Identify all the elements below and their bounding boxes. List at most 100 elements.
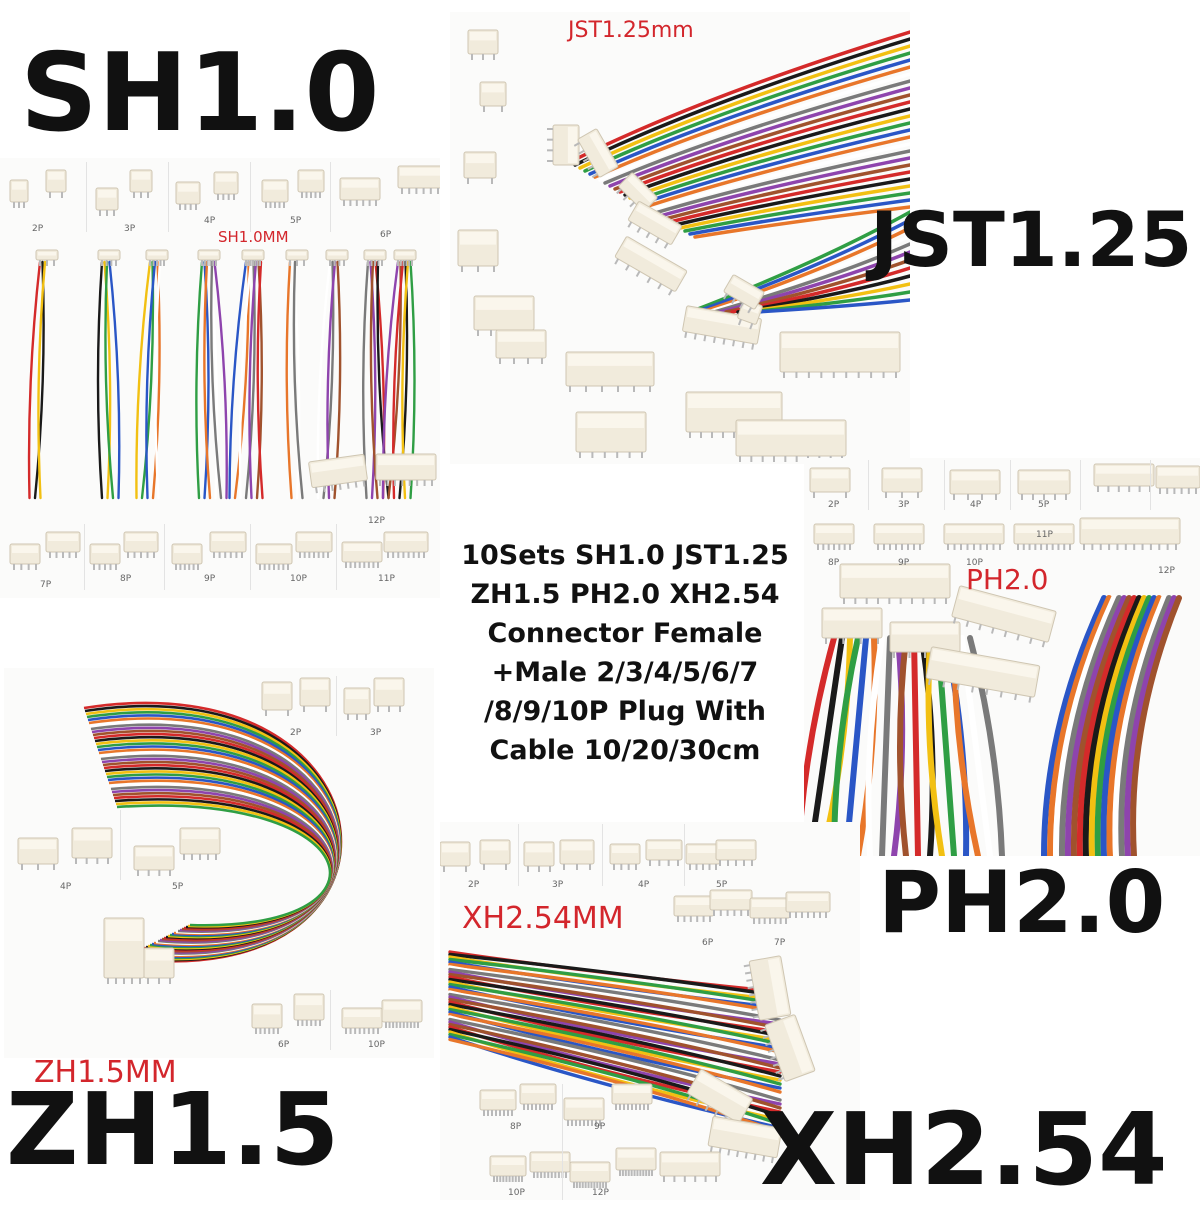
pin-label: 5P: [1038, 500, 1050, 510]
connector: [123, 531, 159, 558]
pin-label: 3P: [124, 224, 136, 234]
connector: [299, 677, 331, 712]
wire: [668, 170, 910, 224]
connector: [627, 201, 682, 249]
wire: [700, 226, 910, 314]
pin-label: 4P: [970, 500, 982, 510]
connector: [325, 249, 349, 266]
connector: [375, 453, 437, 486]
zh15-heading: ZH1.5: [6, 1071, 340, 1188]
connector: [563, 1097, 605, 1126]
connector: [341, 1007, 383, 1034]
connector: [363, 249, 387, 266]
pin-label: 4P: [60, 882, 72, 892]
connector: [925, 646, 1041, 703]
connector: [659, 1151, 721, 1182]
wire: [897, 635, 909, 856]
connector: [813, 523, 855, 550]
connector: [89, 543, 121, 570]
jst125-product-panel: JST1.25mm: [450, 12, 910, 464]
connector: [1155, 465, 1200, 494]
connector: [723, 274, 765, 314]
connector: [881, 467, 923, 498]
connector: [197, 249, 221, 266]
connector: [760, 1014, 816, 1082]
wire: [108, 260, 121, 500]
connector: [686, 1069, 753, 1127]
connector: [609, 843, 641, 870]
connector: [103, 917, 145, 984]
pin-label: 8P: [120, 574, 132, 584]
wire: [683, 191, 910, 233]
pin-label: 2P: [828, 500, 840, 510]
wire: [693, 205, 910, 239]
wire: [213, 260, 228, 500]
connector: [809, 467, 851, 498]
jst125-product-photo: [457, 29, 910, 462]
pin-label: 9P: [898, 558, 910, 568]
sh10-product-photo: [9, 165, 440, 570]
connector: [779, 331, 901, 378]
connector: [1093, 463, 1155, 492]
pin-label: 10P: [290, 574, 307, 584]
wire: [583, 51, 910, 173]
wire: [448, 1012, 782, 1094]
wire: [448, 967, 782, 1022]
connector: [440, 841, 471, 872]
wire: [673, 177, 910, 227]
sh10-heading: SH1.0: [20, 31, 380, 156]
wire: [1094, 595, 1152, 856]
wire: [1070, 595, 1132, 856]
pin-label: 4P: [638, 880, 650, 890]
wire: [203, 260, 212, 500]
pin-label: 11P: [378, 574, 395, 584]
connector: [559, 839, 595, 870]
sh10-red-label: SH1.0MM: [218, 228, 289, 246]
wire: [448, 962, 782, 1014]
product-title-line: 10Sets SH1.0 JST1.25: [461, 540, 789, 571]
wire: [618, 100, 910, 194]
wire: [1082, 595, 1142, 856]
wire: [658, 156, 910, 218]
wire: [911, 635, 921, 856]
connector: [479, 1089, 517, 1116]
connector: [17, 837, 59, 870]
connector: [821, 607, 883, 644]
xh254-product-photo: [440, 839, 831, 1188]
connector: [839, 563, 951, 604]
connector: [251, 1003, 283, 1034]
pin-label: 9P: [594, 1122, 606, 1132]
wire: [195, 260, 204, 500]
wire: [678, 184, 910, 230]
connector: [295, 531, 333, 558]
zh15-product-photo: [17, 677, 423, 1034]
connector: [467, 29, 499, 60]
wire: [1130, 595, 1182, 856]
wire: [628, 114, 910, 200]
connector: [339, 177, 381, 206]
connector: [707, 1115, 783, 1164]
connector: [9, 179, 29, 208]
connector: [373, 677, 405, 712]
wire: [653, 149, 910, 215]
connector: [343, 687, 371, 720]
pin-label: 5P: [716, 880, 728, 890]
wire: [448, 982, 782, 1046]
connector: [213, 171, 239, 200]
connector: [685, 843, 721, 870]
connector: [1013, 523, 1075, 550]
connector: [145, 249, 169, 266]
wire: [256, 260, 264, 500]
connector: [341, 541, 383, 568]
connector: [285, 249, 309, 266]
connector: [573, 128, 619, 178]
wire: [104, 260, 115, 500]
connector: [715, 839, 757, 866]
wire: [603, 79, 910, 185]
wire: [593, 65, 910, 179]
zh15-red-label: ZH1.5MM: [34, 1055, 177, 1090]
pin-label: 10P: [368, 1040, 385, 1050]
connector: [381, 999, 423, 1028]
pin-label: 7P: [774, 938, 786, 948]
wire: [285, 260, 293, 500]
